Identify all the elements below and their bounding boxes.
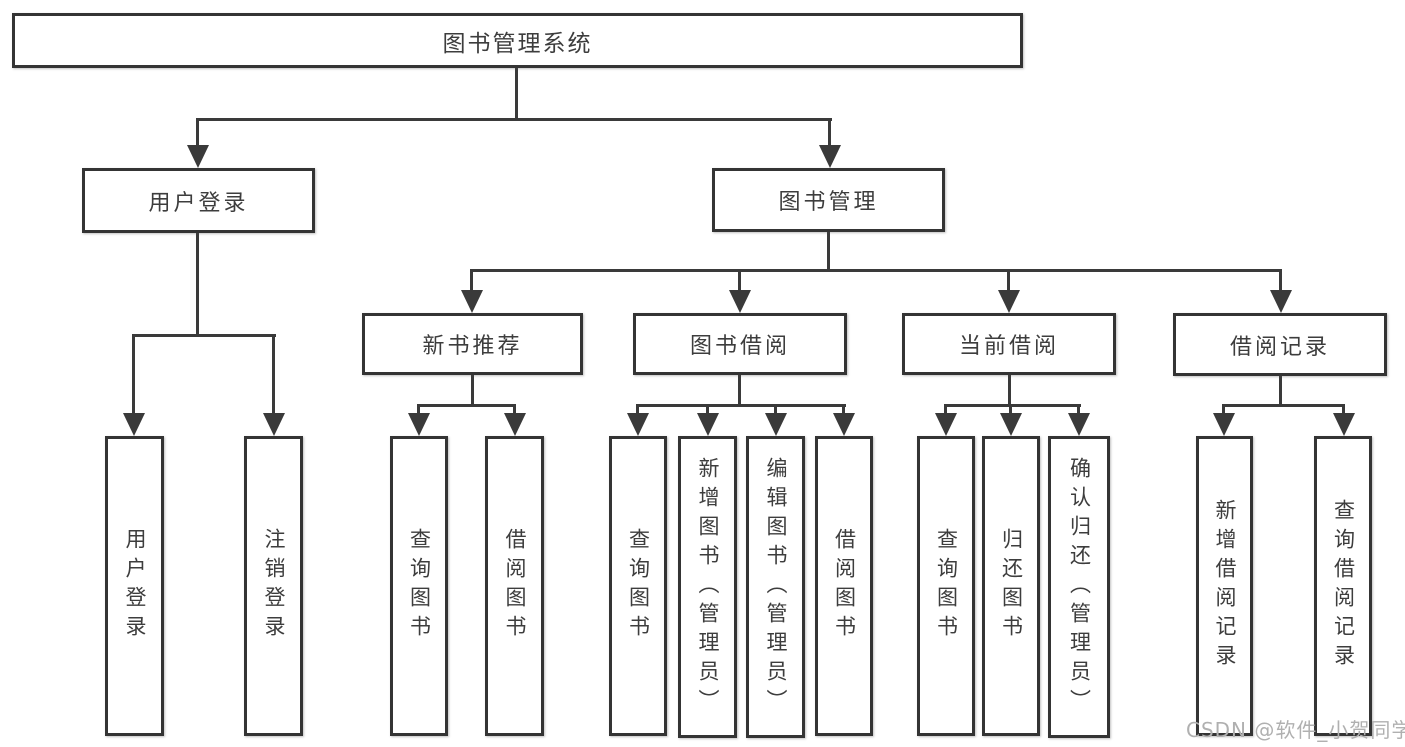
connector-line [706,404,709,416]
leaf-query-borrow-record: 查询借阅记录 [1314,436,1372,736]
arrow-down-icon [1068,413,1090,436]
arrow-down-icon [408,413,430,436]
connector-line [1279,376,1282,406]
node-book-management-label: 图书管理 [778,190,879,215]
node-root-label: 图书管理系统 [442,30,593,57]
connector-line [774,404,777,416]
leaf-borrow-books-label: 借阅图书 [832,528,857,644]
connector-line [636,404,639,416]
leaf-logout: 注销登录 [244,436,303,736]
leaf-borrow-books-newbook: 借阅图书 [485,436,544,736]
node-current-borrow-label: 当前借阅 [958,334,1059,359]
connector-line [842,404,845,416]
node-new-book-recommend: 新书推荐 [362,313,583,375]
node-user-login-label: 用户登录 [148,190,249,216]
node-book-borrow: 图书借阅 [633,313,847,375]
leaf-borrow-books: 借阅图书 [815,436,873,736]
leaf-query-books-newbook-label: 查询图书 [407,528,432,644]
arrow-down-icon [1000,413,1022,436]
leaf-user-login-label: 用户登录 [123,528,147,644]
arrow-down-icon [1213,413,1235,436]
leaf-add-borrow-record: 新增借阅记录 [1196,436,1253,736]
node-book-management: 图书管理 [712,168,945,232]
arrow-down-icon [819,145,841,168]
arrow-down-icon [729,290,751,313]
leaf-user-login: 用户登录 [105,436,164,736]
connector-line [636,404,846,407]
connector-line [1007,269,1010,291]
leaf-return-books: 归还图书 [982,436,1040,736]
arrow-down-icon [187,145,209,168]
leaf-query-books-current: 查询图书 [917,436,975,736]
connector-line [132,334,276,337]
leaf-confirm-return-admin-label: 确认归还（管理员） [1067,456,1092,718]
connector-line [272,334,275,414]
leaf-confirm-return-admin: 确认归还（管理员） [1048,436,1110,738]
connector-line [1222,404,1345,407]
leaf-borrow-books-newbook-label: 借阅图书 [503,528,527,644]
connector-line [1342,404,1345,416]
leaf-query-books-newbook: 查询图书 [390,436,448,736]
connector-line [196,233,199,337]
leaf-add-book-admin-label: 新增图书（管理员） [696,456,720,718]
leaf-add-book-admin: 新增图书（管理员） [678,436,737,738]
leaf-logout-label: 注销登录 [262,528,286,644]
node-user-login: 用户登录 [82,168,315,233]
connector-line [196,118,832,121]
arrow-down-icon [1270,290,1292,313]
leaf-query-borrow-record-label: 查询借阅记录 [1331,499,1356,673]
arrow-down-icon [263,413,285,436]
csdn-watermark: CSDN @软件_小贺同学 [1186,718,1405,742]
connector-line [471,375,474,407]
arrow-down-icon [998,290,1020,313]
arrow-down-icon [935,413,957,436]
connector-line [470,269,1281,272]
connector-line [132,334,135,414]
arrow-down-icon [461,290,483,313]
leaf-edit-book-admin-label: 编辑图书（管理员） [764,456,788,718]
connector-line [1008,375,1011,406]
node-new-book-recommend-label: 新书推荐 [422,334,523,359]
connector-line [828,118,831,146]
leaf-edit-book-admin: 编辑图书（管理员） [746,436,805,738]
node-root-system: 图书管理系统 [12,13,1023,68]
connector-line [944,404,1081,407]
arrow-down-icon [627,413,649,436]
connector-line [738,375,741,406]
connector-line [1222,404,1225,416]
arrow-down-icon [504,413,526,436]
leaf-query-books-borrow-label: 查询图书 [626,528,651,644]
arrow-down-icon [765,413,787,436]
arrow-down-icon [833,413,855,436]
connector-line [417,404,516,407]
node-book-borrow-label: 图书借阅 [689,334,790,359]
node-current-borrow: 当前借阅 [902,313,1116,375]
connector-line [1279,269,1282,291]
leaf-query-books-borrow: 查询图书 [609,436,667,736]
connector-line [827,232,830,272]
arrow-down-icon [697,413,719,436]
connector-line [944,404,947,416]
connector-line [515,68,518,120]
leaf-add-borrow-record-label: 新增借阅记录 [1213,499,1237,673]
arrow-down-icon [123,413,145,436]
connector-line [470,269,473,291]
connector-line [1009,404,1012,416]
connector-line [738,269,741,291]
connector-line [196,118,199,146]
connector-line [417,404,420,416]
leaf-query-books-current-label: 查询图书 [934,528,959,644]
arrow-down-icon [1333,413,1355,436]
node-borrow-records: 借阅记录 [1173,313,1387,376]
leaf-return-books-label: 归还图书 [999,528,1024,644]
connector-line [513,404,516,416]
connector-line [1077,404,1080,416]
node-borrow-records-label: 借阅记录 [1229,334,1330,360]
